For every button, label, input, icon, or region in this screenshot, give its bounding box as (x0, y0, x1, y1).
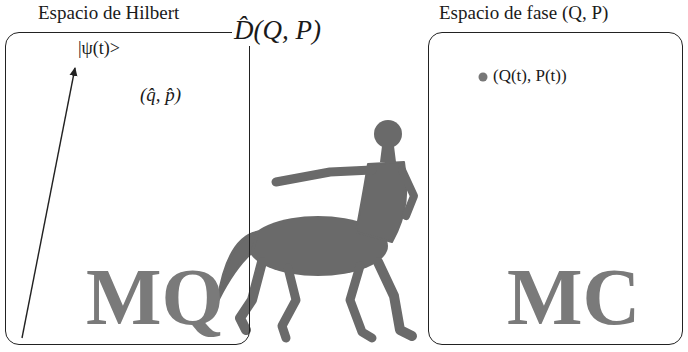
space-box: Espacio de Hilbert|ψ(t)>(q̂, p̂)MQ (5, 32, 250, 345)
phase-point (479, 73, 488, 82)
dequantization-operator: D̂(Q, P) (232, 16, 323, 46)
theory-mark: MQ (86, 253, 224, 341)
theory-mark: MC (507, 253, 640, 341)
phase-coordinates: (Q(t), P(t)) (493, 67, 567, 86)
operator-pair: (q̂, p̂) (140, 85, 181, 106)
state-vector-arrow (22, 68, 75, 338)
space-box: Espacio de fase (Q, P)(Q(t), P(t))MC (428, 32, 683, 345)
centaur-silhouette (218, 120, 414, 338)
space-heading: Espacio de fase (Q, P) (439, 3, 608, 24)
state-ket: |ψ(t)> (78, 39, 120, 59)
space-heading: Espacio de Hilbert (38, 3, 179, 24)
